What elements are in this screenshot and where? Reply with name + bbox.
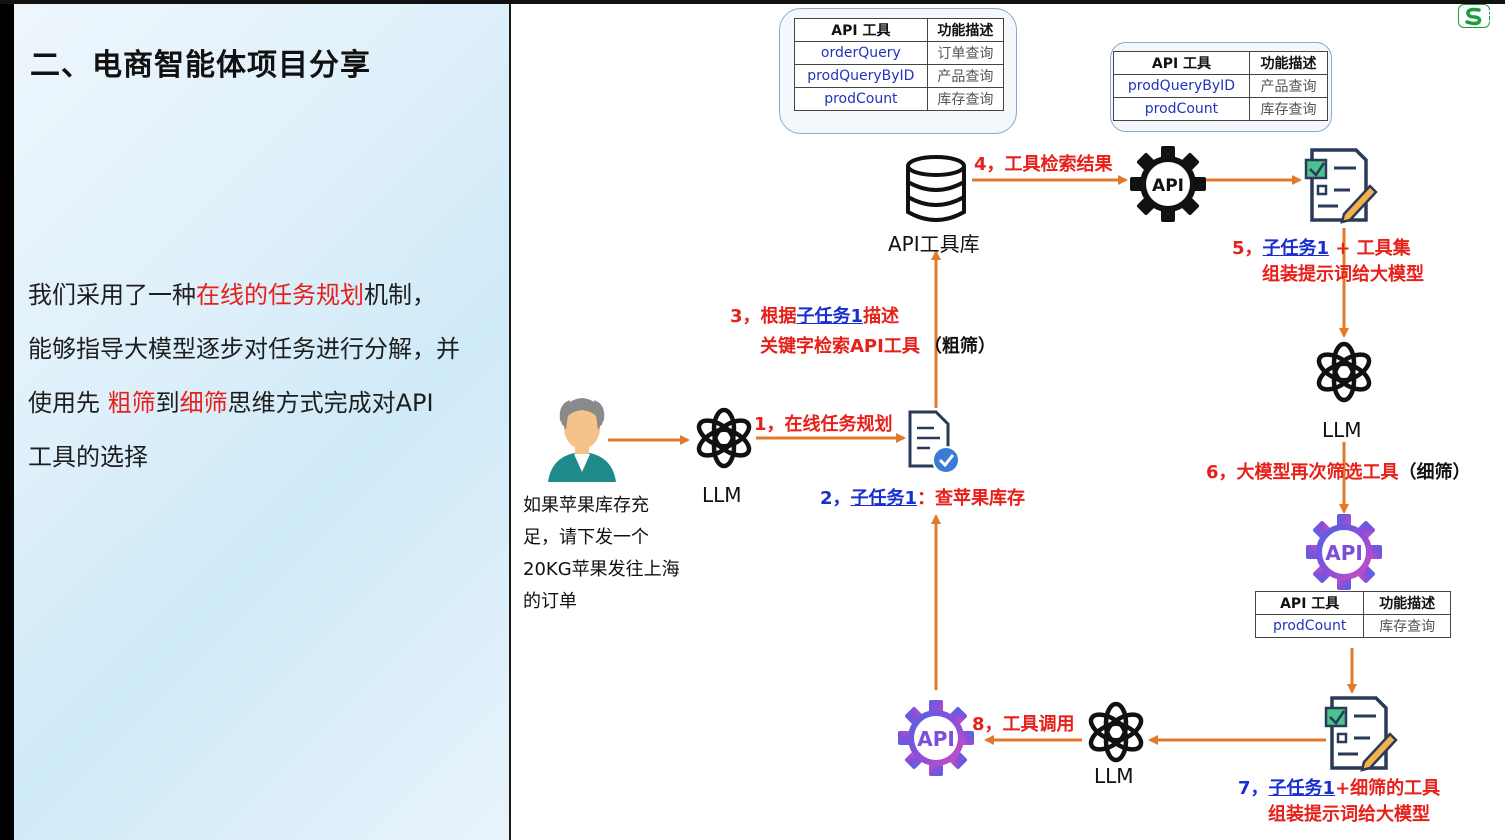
brand-text: 五 <box>1486 9 1500 25</box>
step-3-text-b: 描述 <box>863 306 900 327</box>
table1-header-api: API 工具 <box>794 18 928 42</box>
panel-divider <box>509 4 511 840</box>
svg-text:API: API <box>1152 176 1184 196</box>
llm-caption: LLM <box>702 483 742 507</box>
user-request-line: 20KG苹果发往上海 <box>523 559 680 580</box>
table3-header-fn: 功能描述 <box>1363 591 1451 615</box>
step-6-fine: （细筛） <box>1398 462 1471 483</box>
step-6-text: 6，大模型再次筛选工具 <box>1206 462 1399 483</box>
step-3-subtask: 子任务1 <box>796 306 864 327</box>
para-highlight-coarse: 粗筛 <box>107 389 156 417</box>
step-1-label: 1，在线任务规划 <box>754 414 893 435</box>
para-line-4: 工具的选择 <box>28 443 148 471</box>
para-line-3-mid: 到 <box>155 389 180 417</box>
step-3-coarse: （粗筛） <box>923 336 996 357</box>
table1-header-fn: 功能描述 <box>926 18 1005 42</box>
user-request: 如果苹果库存充 足，请下发一个 20KG苹果发往上海 的订单 <box>523 490 693 618</box>
svg-text:API: API <box>1325 541 1363 565</box>
step-8-label: 8，工具调用 <box>972 714 1075 735</box>
step-7-num: 7， <box>1238 778 1269 799</box>
step-3-text-a: 3，根据 <box>730 306 797 327</box>
svg-text:API: API <box>917 727 955 751</box>
api-gear-icon: API <box>1130 146 1206 222</box>
table2-fn-cell: 库存查询 <box>1248 97 1329 121</box>
step-2-num: 2， <box>820 488 851 509</box>
table3-header-api: API 工具 <box>1254 591 1365 615</box>
step-5-text-c: 组装提示词给大模型 <box>1262 264 1424 285</box>
table3-api-cell: prodCount <box>1254 614 1365 638</box>
table1-fn-cell: 产品查询 <box>926 64 1005 88</box>
llm-logo-icon <box>1315 344 1373 400</box>
description-paragraph: 我们采用了一种在线的任务规划机制， 能够指导大模型逐步对任务进行分解，并 使用先… <box>28 268 498 484</box>
table1-fn-cell: 订单查询 <box>926 41 1005 65</box>
para-highlight-fine: 细筛 <box>179 389 228 417</box>
table1-fn-cell: 库存查询 <box>926 87 1005 111</box>
llm-caption: LLM <box>1322 418 1362 442</box>
llm-caption: LLM <box>1094 764 1134 788</box>
user-avatar-icon <box>548 398 616 482</box>
para-line-3: 使用先 <box>28 389 108 417</box>
user-request-line: 如果苹果库存充 <box>523 495 649 516</box>
para-line-2: 能够指导大模型逐步对任务进行分解，并 <box>28 335 460 363</box>
prompt-document-icon <box>1324 696 1398 772</box>
step-3-text-c: 关键字检索API工具 <box>760 336 920 357</box>
step-4-label: 4，工具检索结果 <box>974 154 1113 175</box>
table2-fn-cell: 产品查询 <box>1248 74 1329 98</box>
para-line-1: 我们采用了一种 <box>28 281 196 309</box>
table2-api-cell: prodQueryByID <box>1113 74 1250 98</box>
llm-logo-icon <box>1087 704 1145 760</box>
step-2-label: 2，子任务1：查苹果库存 <box>820 484 1025 510</box>
table2-header-fn: 功能描述 <box>1248 51 1329 75</box>
api-gear-icon: API <box>1306 514 1382 590</box>
llm-logo-icon <box>695 410 753 466</box>
step-7-text-c: 组装提示词给大模型 <box>1268 804 1430 825</box>
step-5-num: 5， <box>1232 238 1263 259</box>
step-3-label: 3，根据子任务1描述 关键字检索API工具（粗筛） <box>730 302 996 362</box>
api-gear-icon: API <box>898 700 974 776</box>
step-5-label: 5，子任务1 + 工具集 组装提示词给大模型 <box>1232 236 1424 288</box>
left-panel <box>14 4 509 840</box>
step-2-subtask: 子任务1 <box>850 488 918 509</box>
table3-fn-cell: 库存查询 <box>1363 614 1451 638</box>
table2-header-api: API 工具 <box>1113 51 1250 75</box>
brand-logo-icon <box>1458 4 1490 28</box>
step-7-text-b: +细筛的工具 <box>1335 778 1441 799</box>
step-2-text: ：查苹果库存 <box>917 488 1026 509</box>
page-title: 二、电商智能体项目分享 <box>30 48 371 83</box>
flow-arrows <box>608 175 1357 745</box>
para-line-1-end: 机制， <box>364 281 436 309</box>
user-request-line: 的订单 <box>523 591 577 612</box>
top-bar <box>0 0 1505 4</box>
task-document-icon <box>908 410 960 474</box>
api-db-caption: API工具库 <box>888 232 980 256</box>
para-line-3-end: 思维方式完成对API <box>227 389 434 417</box>
step-7-subtask: 子任务1 <box>1268 778 1336 799</box>
prompt-document-icon <box>1304 148 1378 224</box>
step-5-subtask: 子任务1 <box>1262 238 1330 259</box>
step-7-label: 7，子任务1+细筛的工具 组装提示词给大模型 <box>1238 776 1440 828</box>
database-icon <box>906 155 966 222</box>
user-request-line: 足，请下发一个 <box>523 527 649 548</box>
step-5-text-b: + 工具集 <box>1329 238 1411 259</box>
step-6-label: 6，大模型再次筛选工具（细筛） <box>1206 458 1471 484</box>
para-highlight-online: 在线的任务规划 <box>196 281 364 309</box>
